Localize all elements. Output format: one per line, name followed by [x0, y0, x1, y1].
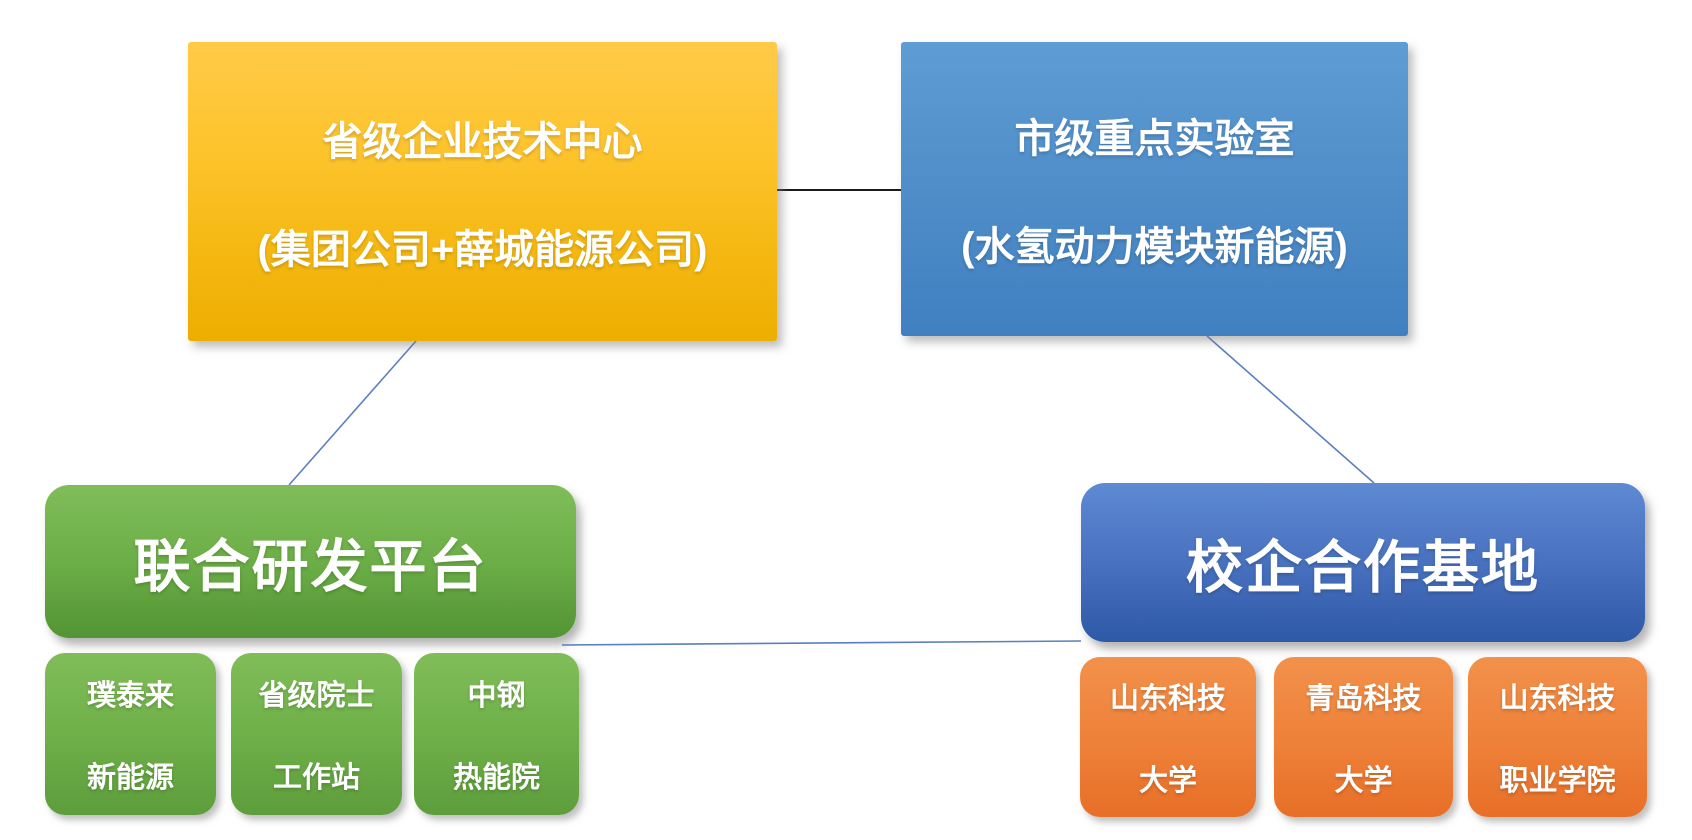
node-sinosteel-thermal-institute: 中钢 热能院: [414, 653, 579, 815]
node-putailai-new-energy: 璞泰来 新能源: [45, 653, 216, 815]
node-shandong-ust-line1: 山东科技: [1109, 683, 1226, 715]
node-academician-workstation: 省级院士 工作站: [231, 653, 402, 815]
node-qingdao-ust-line1: 青岛科技: [1305, 683, 1422, 715]
node-joint-rd-platform-title: 联合研发平台: [133, 534, 488, 599]
node-academician-line2: 工作站: [272, 762, 360, 794]
node-school-enterprise-base: 校企合作基地: [1081, 483, 1645, 642]
node-municipal-key-lab-subtitle: (水氢动力模块新能源): [961, 225, 1348, 269]
connector-keylab-schoolbase: [1206, 335, 1375, 484]
node-provincial-tech-center-title: 省级企业技术中心: [322, 119, 643, 164]
node-putailai-line2: 新能源: [86, 762, 174, 794]
node-shandong-vc-line1: 山东科技: [1499, 683, 1616, 715]
node-shandong-vc-line2: 职业学院: [1499, 765, 1616, 797]
node-academician-line1: 省级院士: [258, 680, 375, 712]
node-qingdao-ust-line2: 大学: [1334, 765, 1393, 797]
node-sinosteel-line1: 中钢: [467, 680, 526, 712]
node-qingdao-ust: 青岛科技 大学: [1274, 657, 1453, 817]
node-shandong-ust: 山东科技 大学: [1080, 657, 1256, 817]
node-school-enterprise-base-title: 校企合作基地: [1186, 535, 1540, 600]
node-joint-rd-platform: 联合研发平台: [45, 485, 576, 638]
connector-techcenter-rdplatform: [288, 340, 417, 486]
node-municipal-key-lab-title: 市级重点实验室: [1014, 117, 1295, 161]
node-municipal-key-lab: 市级重点实验室 (水氢动力模块新能源): [901, 42, 1408, 336]
node-putailai-line1: 璞泰来: [86, 680, 174, 712]
node-provincial-tech-center-subtitle: (集团公司+薛城能源公司): [257, 227, 708, 272]
node-shandong-vocational-college: 山东科技 职业学院: [1468, 657, 1647, 817]
node-provincial-tech-center: 省级企业技术中心 (集团公司+薛城能源公司): [188, 42, 777, 341]
node-shandong-ust-line2: 大学: [1138, 765, 1197, 797]
node-sinosteel-line2: 热能院: [452, 762, 540, 794]
connector-rdplatform-schoolbase: [561, 640, 1082, 646]
